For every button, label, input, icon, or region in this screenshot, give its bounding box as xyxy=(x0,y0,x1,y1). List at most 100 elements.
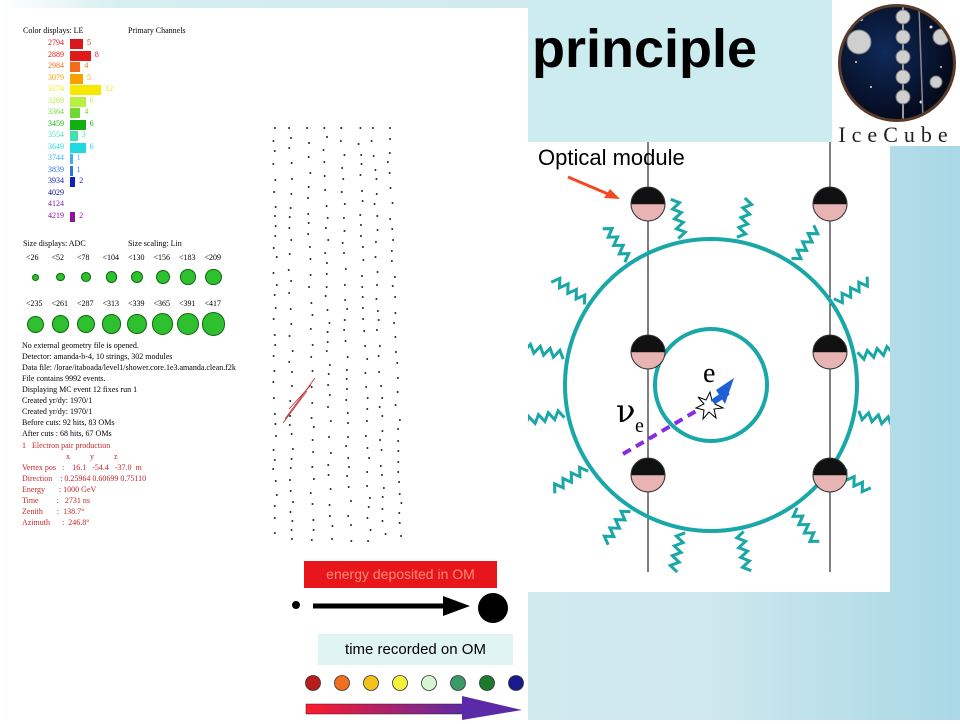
photon-wave xyxy=(791,224,821,261)
color-row-count: 2 xyxy=(79,210,84,220)
detector-om-dot xyxy=(289,467,292,469)
detector-om-dot xyxy=(311,466,314,468)
time-color-dot xyxy=(508,675,524,691)
detector-om-dot xyxy=(308,246,311,248)
detector-om-dot xyxy=(376,229,379,231)
detector-om-dot xyxy=(324,252,327,254)
event-info-line: After cuts : 68 hits, 67 OMs xyxy=(22,429,112,438)
detector-om-dot xyxy=(312,529,315,531)
event-info-line: Displaying MC event 12 fixes run 1 xyxy=(22,385,138,394)
detector-om-dot xyxy=(289,308,292,310)
color-row-value: 3839 xyxy=(48,164,64,174)
detector-om-dot xyxy=(350,500,353,502)
detector-om-dot xyxy=(312,426,315,428)
detector-om-dot xyxy=(329,420,332,422)
detector-om-dot xyxy=(391,285,394,287)
detector-om-dot xyxy=(288,292,291,294)
size-scale-circle xyxy=(31,273,39,281)
detector-om-dot xyxy=(393,276,396,278)
neutrino-label: ν xyxy=(616,392,635,430)
detector-om-dot xyxy=(377,355,380,357)
detector-om-dot xyxy=(398,493,401,495)
size-scale-circle xyxy=(205,268,222,286)
detector-om-dot xyxy=(344,340,347,342)
detector-om-dot xyxy=(312,451,315,453)
detector-om-dot xyxy=(307,213,310,215)
photon-wave xyxy=(736,196,755,239)
optical-modules xyxy=(630,186,848,493)
detector-om-dot xyxy=(288,127,291,129)
color-row-bar xyxy=(70,96,86,107)
detector-om-dot xyxy=(380,474,383,476)
detector-om-dot xyxy=(381,415,384,417)
color-row-count: 1 xyxy=(76,153,81,162)
event-display-panel: Color displays: LE Primary Channels 2794… xyxy=(8,8,528,720)
detector-om-dot xyxy=(368,457,371,459)
detector-om-dot xyxy=(347,422,350,424)
detector-om-dot xyxy=(361,275,364,277)
detector-om-dot xyxy=(345,378,348,380)
detector-om-dot xyxy=(273,294,276,296)
detector-om-dot xyxy=(312,519,315,521)
detector-om-dot xyxy=(311,344,314,346)
detector-om-dot xyxy=(378,406,381,408)
detector-om-dot xyxy=(392,239,395,241)
detector-om-dot xyxy=(339,140,342,142)
detector-om-dot xyxy=(394,351,397,353)
size-scale-label: <391 xyxy=(179,299,196,308)
detector-om-dot xyxy=(361,190,364,192)
detector-om-dot xyxy=(364,345,367,347)
detector-om-dot xyxy=(362,259,365,261)
detector-om-dot xyxy=(397,428,400,430)
cascade-direction-line xyxy=(288,384,312,410)
time-color-dot xyxy=(479,675,495,691)
detector-om-dot xyxy=(273,370,276,372)
color-row-value: 3269 xyxy=(48,95,64,105)
detector-om-dot xyxy=(328,504,331,506)
time-color-dot xyxy=(421,675,437,691)
slide-title: principle xyxy=(532,19,758,79)
photon-wave xyxy=(523,408,566,427)
detector-om-dot xyxy=(366,517,369,519)
particle-info-line: x y z xyxy=(22,452,118,461)
detector-om-dot xyxy=(310,386,313,388)
detector-om-dot xyxy=(347,515,350,517)
event-info-line: Data file: /lorae/itaboada/level1/shower… xyxy=(22,363,236,372)
detector-om-dot xyxy=(289,400,292,402)
detector-om-dot xyxy=(388,152,391,154)
detector-om-dot xyxy=(273,505,276,507)
photon-wave xyxy=(790,507,820,543)
detector-om-dot xyxy=(324,189,327,191)
detector-om-dot xyxy=(342,178,345,180)
detector-om-dot xyxy=(342,252,345,254)
size-scale-circle xyxy=(51,315,70,333)
size-scale-label: <130 xyxy=(128,253,145,262)
detector-om-dot xyxy=(311,314,314,316)
detector-om-dot xyxy=(324,227,327,229)
time-color-dot xyxy=(392,675,408,691)
event-info-line: File contains 9992 events. xyxy=(22,374,106,383)
detector-om-dot xyxy=(391,202,394,204)
detector-om-dot xyxy=(274,480,277,482)
photon-wave xyxy=(669,197,688,240)
detector-om-dot xyxy=(329,452,332,454)
color-row-count: 1 xyxy=(76,164,81,174)
detector-om-dot xyxy=(310,417,313,419)
optical-module-icon xyxy=(812,457,848,493)
detector-om-dot xyxy=(396,377,399,379)
detector-om-dot xyxy=(331,538,334,540)
color-row-value: 2984 xyxy=(48,61,64,70)
detector-om-dot xyxy=(329,488,332,490)
detector-om-dot xyxy=(343,230,346,232)
detector-om-dot xyxy=(288,479,291,481)
detector-om-dot xyxy=(340,127,343,129)
detector-om-dot xyxy=(397,471,400,473)
color-row-bar xyxy=(70,142,86,153)
color-row-value: 3554 xyxy=(48,130,64,139)
detector-om-dot xyxy=(309,274,312,276)
detector-om-dot xyxy=(273,191,276,193)
time-legend-label: time recorded on OM xyxy=(318,634,513,665)
particle-info-line: Direction : 0.25964 0.60699 0.75110 xyxy=(22,474,147,483)
detector-om-dot xyxy=(371,127,374,129)
size-scale-label: <339 xyxy=(128,299,145,308)
